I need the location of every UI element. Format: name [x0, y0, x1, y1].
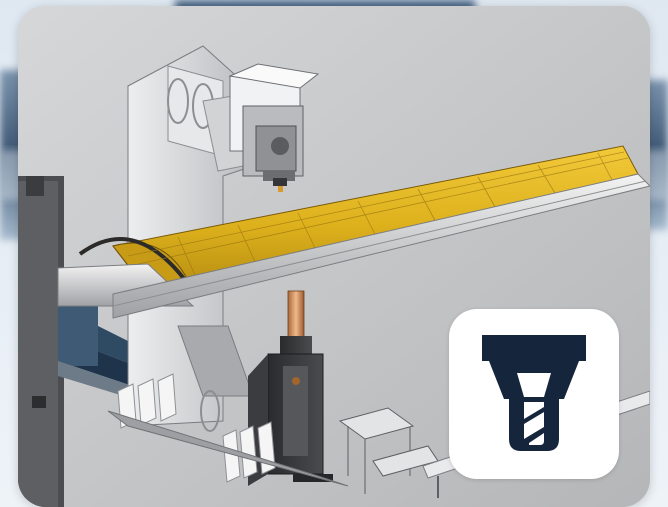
- drill-bit-icon: [482, 335, 586, 451]
- rail-beam: [57, 173, 650, 319]
- machine-photo: [18, 6, 650, 507]
- spindle-head: [228, 63, 320, 192]
- base-platform: [107, 410, 349, 487]
- tool-badge: [449, 309, 619, 479]
- base-fins: [117, 373, 276, 483]
- left-cabinet: [18, 176, 64, 507]
- yellow-curved-panel: [78, 145, 639, 293]
- side-table: [338, 407, 439, 494]
